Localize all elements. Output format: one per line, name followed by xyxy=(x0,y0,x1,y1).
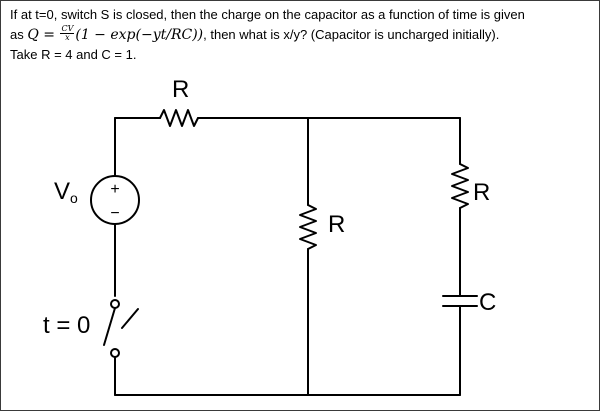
formula-rest: (1 − exp(−yt/RC)) xyxy=(75,27,204,43)
resistor-right xyxy=(451,163,469,209)
switch-top-terminal xyxy=(110,299,120,309)
formula-fraction-numerator: CV xyxy=(60,24,75,35)
resistor-top xyxy=(159,109,199,127)
question-line-1: If at t=0, switch S is closed, then the … xyxy=(10,7,525,22)
source-plus-sign: + xyxy=(110,181,119,198)
question-text: If at t=0, switch S is closed, then the … xyxy=(10,5,590,65)
source-label-subscript: o xyxy=(70,190,78,206)
question-prefix: as xyxy=(10,27,28,42)
switch-bottom-terminal xyxy=(110,348,120,358)
source-minus-sign: − xyxy=(110,205,119,222)
resistor-top-label: R xyxy=(172,76,190,103)
formula-fraction-denominator: x xyxy=(65,33,70,43)
question-suffix: , then what is x/y? (Capacitor is unchar… xyxy=(203,27,500,42)
capacitor-label: C xyxy=(479,289,497,316)
resistor-middle xyxy=(299,204,317,250)
source-label: Vo xyxy=(54,180,78,210)
resistor-right-label: R xyxy=(473,179,491,206)
switch-blade xyxy=(103,307,116,346)
question-line-3: Take R = 4 and C = 1. xyxy=(10,47,137,62)
resistor-middle-label: R xyxy=(328,211,346,238)
switch-arrow xyxy=(121,308,139,329)
formula-lhs: Q = xyxy=(27,27,60,43)
source-label-main: V xyxy=(54,178,71,205)
switch-label: t = 0 xyxy=(43,312,91,339)
